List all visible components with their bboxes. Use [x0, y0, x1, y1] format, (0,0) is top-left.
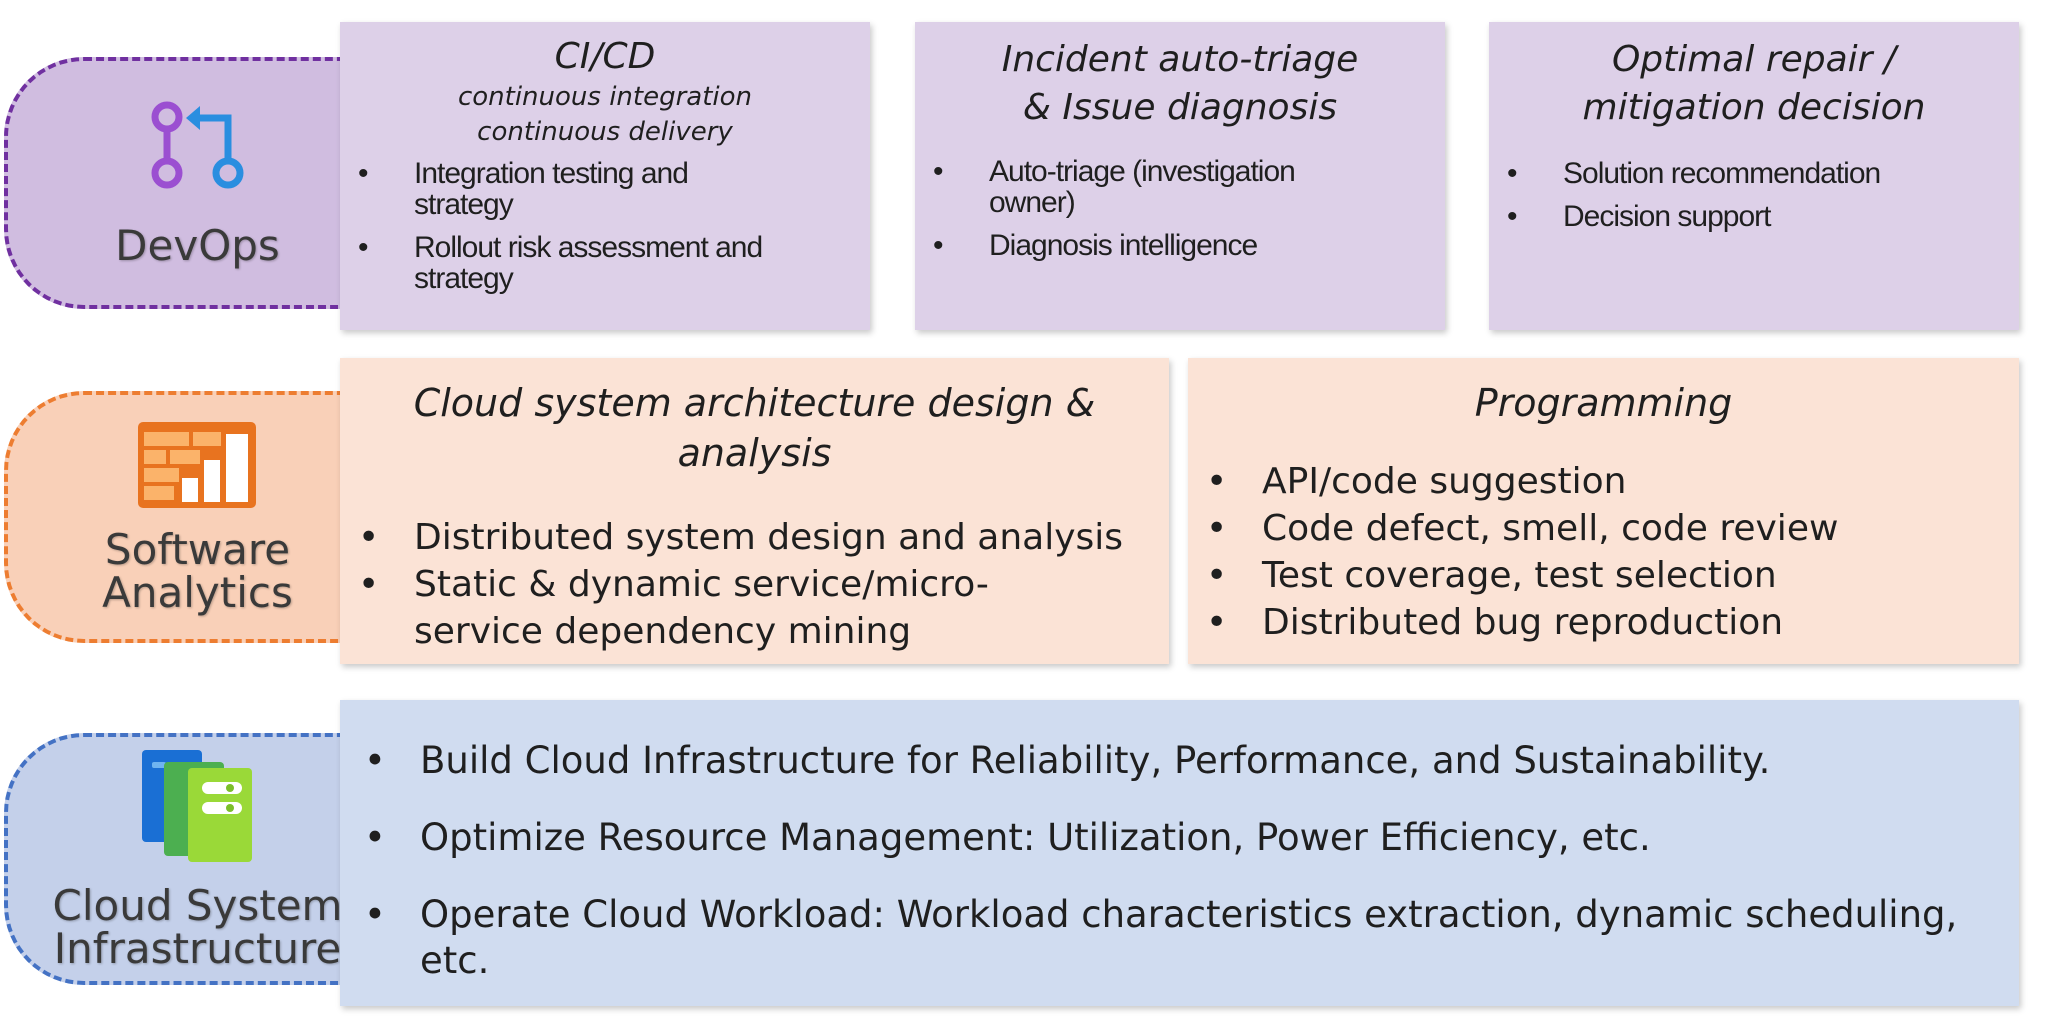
list-item: Distributed system design and analysis [358, 514, 1169, 561]
list-item: Diagnosis intelligence [933, 230, 1445, 261]
cloud-infra-bullet-list: Build Cloud Infrastructure for Reliabili… [340, 700, 2019, 984]
analytics-dashboard-icon [138, 422, 256, 508]
software-analytics-label: Software Analytics [102, 525, 293, 617]
repair-decision-title: Optimal repair / mitigation decision [1582, 39, 1926, 128]
list-item: Auto-triage (investigation owner) [933, 156, 1319, 218]
list-item: Code defect, smell, code review [1206, 505, 2019, 552]
cicd-bullet-list: Integration testing and strategy Rollout… [340, 158, 870, 294]
incident-triage-title: Incident auto-triage & Issue diagnosis [1001, 39, 1359, 128]
repair-decision-bullet-list: Solution recommendation Decision support [1489, 158, 2019, 232]
cicd-subtitle: continuous integration continuous delive… [457, 82, 753, 147]
list-item: Operate Cloud Workload: Workload charact… [364, 892, 2019, 984]
list-item: Test coverage, test selection [1206, 552, 2019, 599]
devops-label: DevOps [115, 221, 280, 270]
repair-decision-box: Optimal repair / mitigation decision Sol… [1489, 22, 2019, 330]
cloud-infra-box: Build Cloud Infrastructure for Reliabili… [340, 700, 2019, 1006]
cloud-infra-label: Cloud System Infrastructure [52, 881, 343, 973]
list-item: API/code suggestion [1206, 458, 2019, 505]
list-item: Distributed bug reproduction [1206, 599, 2019, 646]
incident-triage-bullet-list: Auto-triage (investigation owner) Diagno… [915, 156, 1445, 261]
list-item: Optimize Resource Management: Utilizatio… [364, 815, 2019, 861]
list-item: Integration testing and strategy [358, 158, 714, 220]
list-item: Static & dynamic service/micro-service d… [358, 561, 1094, 655]
architecture-design-box: Cloud system architecture design & analy… [340, 358, 1169, 664]
architecture-design-title: Cloud system architecture design & analy… [413, 381, 1096, 475]
incident-triage-box: Incident auto-triage & Issue diagnosis A… [915, 22, 1445, 330]
architecture-design-bullet-list: Distributed system design and analysis S… [340, 514, 1169, 655]
programming-title: Programming [1474, 381, 1733, 425]
list-item: Solution recommendation [1507, 158, 2019, 189]
programming-bullet-list: API/code suggestion Code defect, smell, … [1188, 458, 2019, 646]
list-item: Build Cloud Infrastructure for Reliabili… [364, 738, 2019, 784]
servers-icon [142, 750, 252, 862]
list-item: Rollout risk assessment and strategy [358, 232, 794, 294]
cicd-title: CI/CD [554, 36, 656, 77]
devops-row-background [4, 57, 364, 309]
git-pull-request-icon [151, 101, 244, 189]
cicd-box: CI/CD continuous integration continuous … [340, 22, 870, 330]
programming-box: Programming API/code suggestion Code def… [1188, 358, 2019, 664]
list-item: Decision support [1507, 201, 2019, 232]
